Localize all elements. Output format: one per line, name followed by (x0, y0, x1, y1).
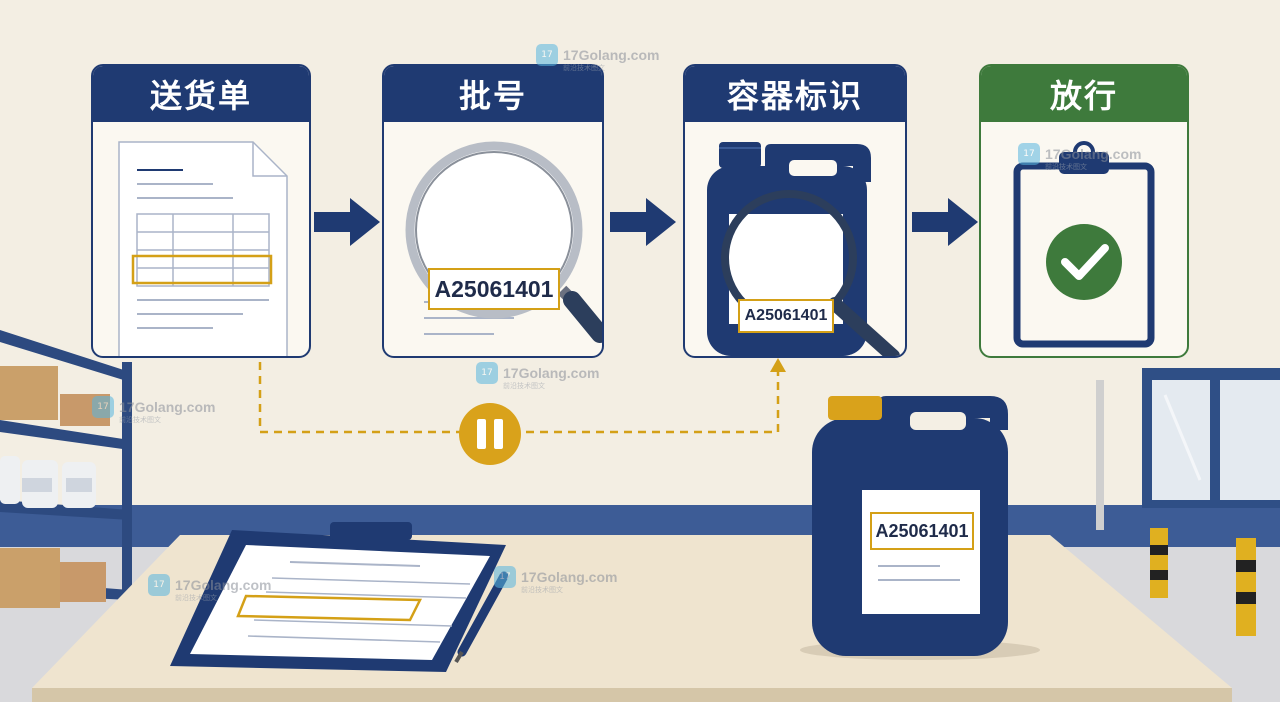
bollard-right (1236, 538, 1256, 636)
watermark-text: 17Golang.com (563, 47, 660, 63)
watermark-subtitle: 前沿技术图文 (119, 416, 161, 424)
clipboard-check-icon (1013, 141, 1155, 348)
watermark-subtitle: 前沿技术图文 (563, 64, 605, 72)
watermark-text: 17Golang.com (503, 365, 600, 381)
watermark-logo-icon: 17 (1018, 143, 1040, 165)
watermark-subtitle: 前沿技术图文 (521, 586, 563, 594)
pause-icon (459, 403, 521, 465)
watermark: 17 17Golang.com 前沿技术图文 (476, 362, 600, 390)
desk-clipboard (170, 522, 506, 672)
watermark-subtitle: 前沿技术图文 (1045, 163, 1087, 171)
step-title: 容器标识 (685, 66, 905, 122)
watermark-text: 17Golang.com (175, 577, 272, 593)
watermark-logo-icon: 17 (476, 362, 498, 384)
watermark-logo-icon: 17 (494, 566, 516, 588)
container-batch-label: A25061401 (738, 299, 834, 333)
watermark-logo-icon: 17 (148, 574, 170, 596)
magnifier-icon (405, 141, 602, 343)
arrow-right-icon (610, 198, 676, 246)
step-card-container-label: 容器标识 A25061401 (683, 64, 907, 358)
arrow-right-icon (314, 198, 380, 246)
storage-shelf (0, 330, 132, 612)
step-title: 批号 (384, 66, 602, 122)
watermark-subtitle: 前沿技术图文 (503, 382, 545, 390)
connector-arrow-icon (770, 358, 786, 372)
watermark: 17 17Golang.com 前沿技术图文 (1018, 143, 1142, 171)
pen-icon (454, 571, 509, 664)
step-card-batch-number: 批号 A25061401 (382, 64, 604, 358)
watermark: 17 17Golang.com 前沿技术图文 (148, 574, 272, 602)
batch-number-label: A25061401 (428, 268, 560, 310)
step-card-release: 放行 (979, 64, 1189, 358)
watermark-subtitle: 前沿技术图文 (175, 594, 217, 602)
document-icon (118, 141, 288, 356)
check-icon (1061, 244, 1109, 280)
window (1142, 368, 1280, 508)
desk-container-batch-label: A25061401 (870, 512, 974, 550)
step-title: 送货单 (93, 66, 309, 122)
watermark-logo-icon: 17 (536, 44, 558, 66)
step-card-delivery-note: 送货单 (91, 64, 311, 358)
arrow-right-icon (912, 198, 978, 246)
bollard-left (1150, 528, 1168, 598)
watermark-text: 17Golang.com (1045, 146, 1142, 162)
step-title: 放行 (981, 66, 1187, 122)
watermark: 17 17Golang.com 前沿技术图文 (536, 44, 660, 72)
watermark-text: 17Golang.com (119, 399, 216, 415)
watermark-text: 17Golang.com (521, 569, 618, 585)
watermark: 17 17Golang.com 前沿技术图文 (494, 566, 618, 594)
watermark-logo-icon: 17 (92, 396, 114, 418)
watermark: 17 17Golang.com 前沿技术图文 (92, 396, 216, 424)
